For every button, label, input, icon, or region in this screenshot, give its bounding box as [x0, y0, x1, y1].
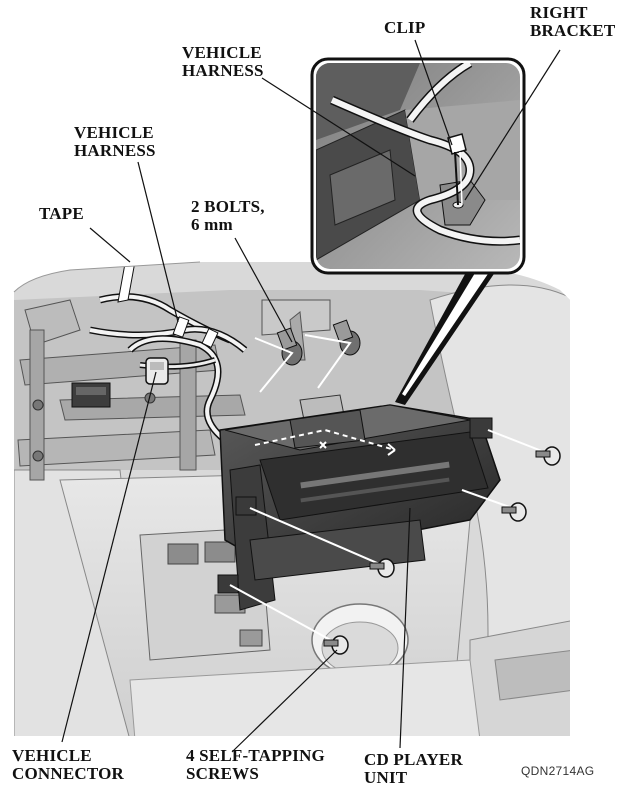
screw-1: [535, 446, 561, 466]
figure-code: QDN2714AG: [521, 764, 595, 778]
label-self-tapping-screws: 4 SELF-TAPPING SCREWS: [186, 746, 325, 783]
label-clip: CLIP: [384, 18, 426, 37]
inset-detail: [310, 57, 526, 275]
leader-tape: [89, 227, 131, 263]
label-vehicle-connector: VEHICLE CONNECTOR: [12, 746, 125, 783]
leader-lines: [61, 39, 561, 753]
leader-self-tapping-screws: [231, 649, 338, 753]
leader-cd-player-unit: [399, 507, 411, 749]
leader-clip: [414, 39, 453, 146]
label-tape: TAPE: [39, 204, 84, 223]
leader-bolts: [234, 237, 293, 343]
screw-2: [501, 502, 527, 522]
label-cd-player-unit: CD PLAYER UNIT: [364, 750, 463, 787]
label-vehicle-harness-top: VEHICLE HARNESS: [182, 43, 264, 80]
leader-right-bracket: [464, 49, 561, 201]
screw-3: [369, 558, 395, 578]
label-vehicle-harness-left: VEHICLE HARNESS: [74, 123, 156, 160]
leader-vehicle-connector: [61, 371, 157, 743]
leader-vehicle-harness-left: [137, 161, 179, 323]
main-illustration: [14, 262, 570, 736]
label-bolts: 2 BOLTS, 6 mm: [191, 197, 265, 234]
leader-vehicle-harness-top: [261, 77, 416, 177]
label-right-bracket: RIGHT BRACKET: [530, 3, 616, 40]
screw-4: [323, 635, 349, 655]
